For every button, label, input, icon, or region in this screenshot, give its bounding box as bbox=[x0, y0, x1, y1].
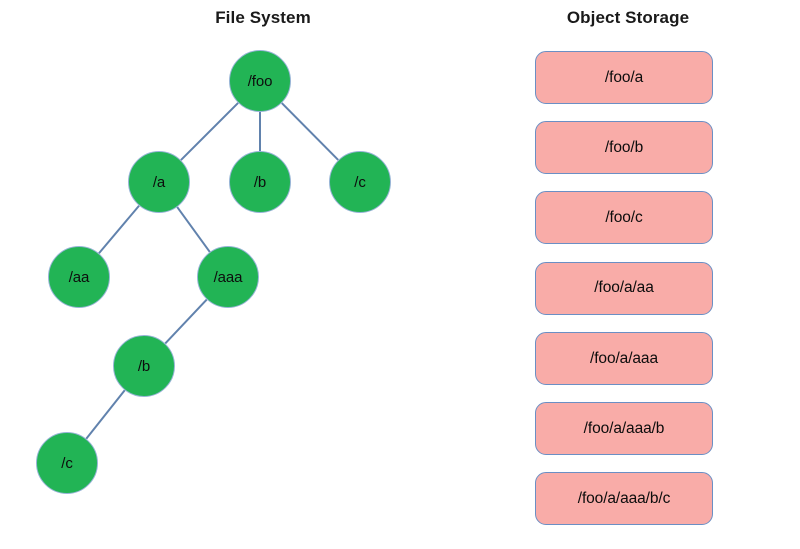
object-storage-title: Object Storage bbox=[566, 8, 690, 27]
object-box-label: /foo/a/aa bbox=[594, 279, 654, 297]
tree-node-b2[interactable]: /b bbox=[113, 335, 175, 397]
file-system-title: File System bbox=[215, 8, 311, 27]
tree-edge-foo-to-c bbox=[281, 102, 339, 161]
tree-edges-layer bbox=[85, 102, 339, 440]
object-box-label: /foo/b bbox=[604, 138, 644, 156]
tree-node-c[interactable]: /c bbox=[329, 151, 391, 213]
tree-node-label: /b bbox=[137, 357, 151, 375]
object-box-label: /foo/c bbox=[605, 209, 643, 227]
tree-node-label: /foo bbox=[247, 72, 273, 90]
tree-edge-foo-to-a bbox=[180, 102, 239, 161]
tree-edge-a-to-aaa bbox=[176, 206, 211, 253]
tree-node-aaa[interactable]: /aaa bbox=[197, 246, 259, 308]
tree-node-c2[interactable]: /c bbox=[36, 432, 98, 494]
tree-node-label: /a bbox=[152, 173, 166, 191]
object-box-label: /foo/a/aaa/b/c bbox=[577, 489, 671, 507]
object-box[interactable]: /foo/a bbox=[535, 51, 713, 104]
tree-node-label: /aaa bbox=[213, 268, 243, 286]
object-box-label: /foo/a/aaa/b bbox=[583, 419, 665, 437]
tree-node-label: /c bbox=[354, 173, 366, 191]
tree-edge-b2-to-c2 bbox=[85, 389, 126, 440]
tree-node-label: /b bbox=[253, 173, 267, 191]
object-box[interactable]: /foo/c bbox=[535, 191, 713, 245]
tree-node-a[interactable]: /a bbox=[128, 151, 190, 213]
object-box[interactable]: /foo/a/aaa bbox=[535, 331, 713, 385]
object-box[interactable]: /foo/a/aaa/b/c bbox=[535, 472, 713, 526]
object-box-label: /foo/a bbox=[604, 68, 644, 86]
tree-node-foo[interactable]: /foo bbox=[229, 50, 291, 112]
tree-edge-aaa-to-b2 bbox=[164, 298, 208, 345]
tree-node-aa[interactable]: /aa bbox=[48, 246, 110, 308]
object-box[interactable]: /foo/b bbox=[535, 121, 713, 175]
object-box[interactable]: /foo/a/aa bbox=[535, 261, 713, 315]
tree-node-label: /aa bbox=[68, 268, 90, 286]
tree-edge-a-to-aa bbox=[98, 205, 140, 254]
tree-node-b[interactable]: /b bbox=[229, 151, 291, 213]
object-box-label: /foo/a/aaa bbox=[590, 349, 658, 367]
object-box[interactable]: /foo/a/aaa/b bbox=[535, 402, 713, 455]
tree-node-label: /c bbox=[61, 454, 73, 472]
